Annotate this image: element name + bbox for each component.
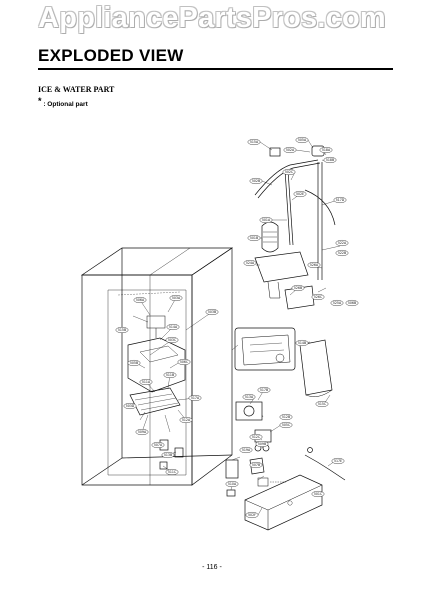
callout-label: 502F: [248, 513, 256, 517]
watermark: AppliancePartsPros.com: [38, 2, 386, 34]
callout-label: 517D: [336, 198, 345, 202]
callout-label: 501A: [262, 218, 271, 222]
callout-label: 515B: [118, 328, 126, 332]
callout-label: 507B: [252, 463, 260, 467]
callout-label: 502B: [252, 179, 260, 183]
callout-label: 506A: [136, 298, 145, 302]
callout-label: 519A: [242, 448, 251, 452]
callout-label: 526B: [294, 286, 302, 290]
callout-label: 509A: [138, 430, 147, 434]
callout-label: 507A: [154, 443, 163, 447]
callout-label: 526A: [310, 263, 319, 267]
callout-label: 505B: [130, 361, 138, 365]
callout-label: 517E: [334, 459, 342, 463]
callout-labels: 515A 505A 502A 518A 518B 502C 502B 502E …: [118, 138, 356, 517]
callout-label: 512C: [252, 435, 261, 439]
callout-label: 517A: [191, 396, 200, 400]
callout-label: 513B: [164, 453, 172, 457]
callout-label: 505C: [282, 423, 291, 427]
callout-label: 501C: [314, 492, 323, 496]
callout-label: 513A: [245, 395, 254, 399]
refrigerator-cabinet: [80, 247, 234, 486]
callout-label: 524A: [246, 261, 255, 265]
callout-label: 514A: [169, 325, 178, 329]
callout-label: 526C: [314, 295, 323, 299]
optional-note-text: : Optional part: [43, 101, 88, 108]
section-title: ICE & WATER PART: [38, 85, 115, 94]
callout-label: 511C: [168, 470, 177, 474]
callout-label: 506C: [180, 360, 189, 364]
callout-label: 517B: [260, 388, 268, 392]
callout-label: 512B: [282, 415, 290, 419]
control-box: [244, 474, 323, 531]
callout-label: 501B: [250, 236, 258, 240]
callout-label: 505A: [298, 138, 307, 142]
callout-label: 522A: [338, 241, 347, 245]
callout-label: 511B: [166, 373, 174, 377]
callout-label: 525A: [333, 301, 342, 305]
callout-label: 518B: [326, 158, 334, 162]
callout-label: 503D: [126, 404, 135, 408]
title-divider: [38, 68, 393, 70]
callout-label: 502E: [296, 192, 304, 196]
callout-label: 506B: [348, 301, 356, 305]
callout-label: 510A: [228, 482, 237, 486]
callout-label: 503B: [208, 310, 216, 314]
ice-maker: [234, 327, 333, 397]
callout-label: 515C: [318, 402, 327, 406]
callout-label: 512A: [182, 418, 191, 422]
callout-label: 509B: [258, 442, 266, 446]
callout-label: 511A: [142, 380, 151, 384]
callout-label: 503C: [168, 338, 177, 342]
callout-label: 518A: [322, 148, 331, 152]
optional-part-note: * : Optional part: [38, 96, 88, 108]
page-number: - 116 -: [202, 564, 222, 571]
page-title: EXPLODED VIEW: [38, 46, 184, 65]
callout-label: 514B: [298, 341, 306, 345]
callout-label: 515A: [250, 140, 259, 144]
water-tube-assembly: [254, 145, 336, 310]
callout-label: 502A: [286, 148, 295, 152]
leader-lines: [132, 139, 341, 516]
callout-ovals: [115, 136, 359, 519]
callout-label: 522B: [338, 251, 346, 255]
optional-star: *: [38, 96, 42, 106]
callout-label: 502C: [285, 170, 294, 174]
callout-label: 503A: [172, 296, 181, 300]
